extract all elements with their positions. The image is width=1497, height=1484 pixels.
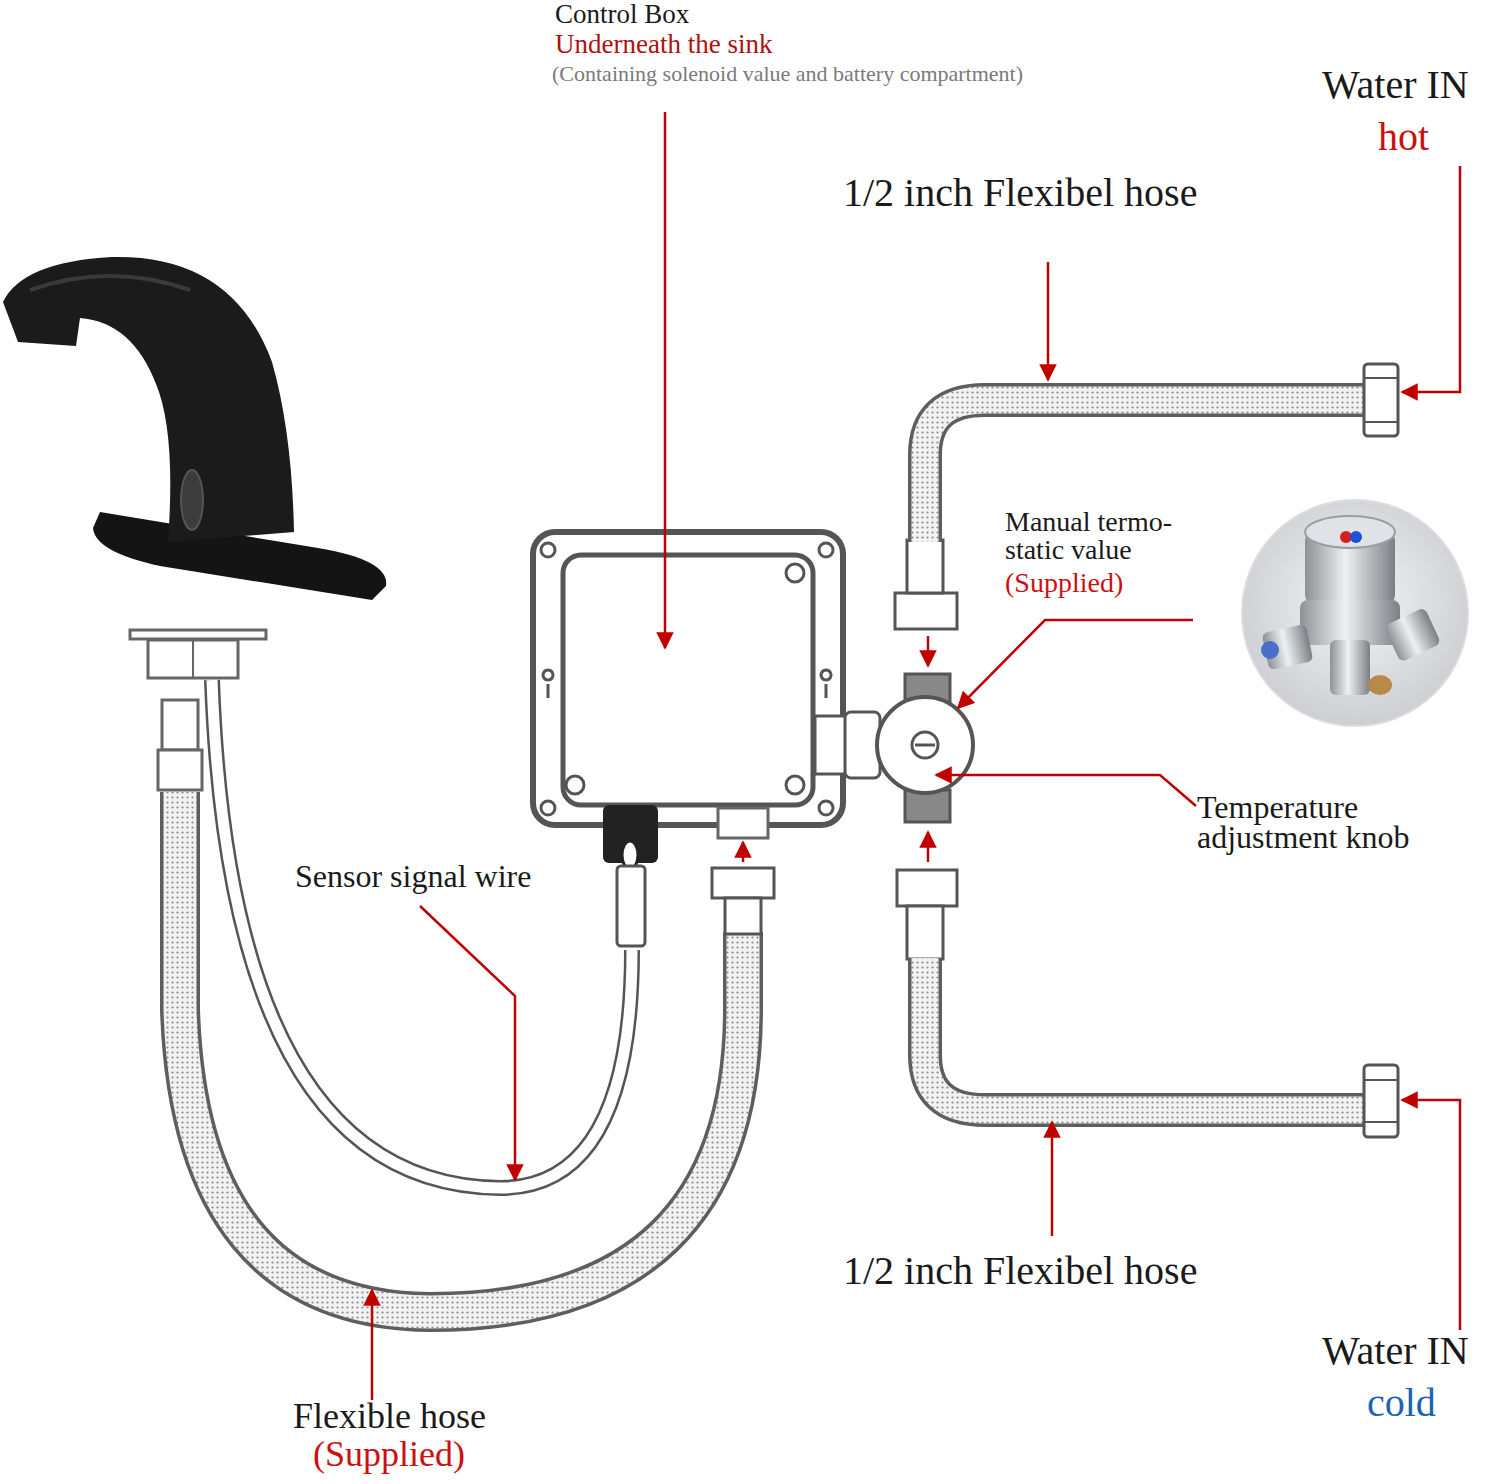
deck-nut-line: [192, 640, 194, 678]
nut-line: [1364, 1079, 1398, 1081]
part-label: Flexible hose: [293, 1398, 486, 1436]
part-label: Temperature adjustment knob: [1197, 792, 1477, 853]
hose-end-nut: [1364, 1065, 1398, 1137]
sensor-plug: [617, 866, 645, 946]
hose-fitting: [907, 906, 943, 959]
leader-line: [1402, 166, 1460, 392]
screw: [786, 564, 804, 582]
inlet-pipe: [815, 716, 847, 774]
leader-line: [1051, 1122, 1054, 1236]
photo-valve-body: [1300, 600, 1400, 645]
nut-line: [1364, 377, 1398, 379]
screw: [541, 801, 555, 815]
part-label: Water IN: [1322, 1330, 1469, 1372]
hose-nut: [897, 870, 957, 906]
control-box: [533, 532, 843, 825]
part-label: Water IN: [1322, 64, 1469, 106]
leader-line: [742, 842, 745, 862]
leader-line: [958, 620, 1193, 708]
part-label: (Supplied): [1005, 568, 1123, 597]
keyhole: [543, 670, 553, 698]
leader-line: [664, 112, 667, 648]
leader-line: [927, 832, 930, 862]
part-label: Control Box: [555, 0, 689, 28]
flexible-hose: [180, 792, 743, 1312]
part-label: 1/2 inch Flexibel hose: [843, 172, 1197, 214]
nut-line: [1364, 1121, 1398, 1123]
faucet-body: [3, 257, 294, 542]
photo-inset: [1242, 500, 1468, 726]
nut-line: [1364, 421, 1398, 423]
hose-fitting: [725, 898, 761, 934]
leader-line: [371, 1290, 374, 1400]
hose-nut: [712, 868, 774, 898]
screw: [819, 543, 833, 557]
leader-line: [420, 906, 515, 1180]
screw: [819, 801, 833, 815]
knob-slot: [915, 744, 935, 747]
photo-inlet-blue: [1261, 641, 1279, 659]
leader-lines: [372, 112, 1460, 1400]
keyhole: [821, 670, 831, 698]
screw: [541, 543, 555, 557]
inlet-nut: [845, 712, 880, 778]
part-label: Sensor signal wire: [295, 860, 531, 894]
hose-fitting: [158, 750, 202, 790]
photo-inlet: [1384, 607, 1442, 662]
photo-inlet: [1262, 624, 1314, 671]
leader-line: [1047, 262, 1050, 380]
screw: [566, 776, 584, 794]
photo-valve-cap: [1305, 516, 1395, 548]
part-label: cold: [1367, 1382, 1436, 1424]
hose-nut: [895, 593, 957, 629]
faucet-highlight: [30, 276, 190, 290]
photo-cold-dot: [1350, 531, 1362, 543]
part-label: 1/2 inch Flexibel hose: [843, 1250, 1197, 1292]
leader-line: [1402, 1100, 1460, 1330]
part-label: Manual termo- static value: [1005, 508, 1235, 564]
flexible-hose-braid: [180, 792, 743, 1312]
control-box-lid: [563, 555, 813, 805]
valve-body: [877, 697, 973, 793]
screw: [786, 776, 804, 794]
part-label: (Supplied): [313, 1436, 465, 1474]
hose-fitting: [907, 540, 943, 593]
photo-outlet: [1330, 640, 1370, 695]
part-label: hot: [1378, 116, 1429, 158]
deck-nut: [148, 640, 238, 678]
cold-hose: [925, 958, 1366, 1110]
hose-fitting: [162, 700, 198, 750]
cold-hose-braid: [925, 958, 1366, 1110]
leader-line: [927, 636, 930, 666]
part-label: (Containing solenoid value and battery c…: [552, 62, 1023, 85]
sensor-window: [181, 470, 203, 530]
part-label: Underneath the sink: [555, 30, 772, 58]
hose-end-nut: [1364, 364, 1398, 436]
photo-outlet-thread: [1368, 675, 1392, 695]
outlet-port: [718, 808, 768, 838]
temperature-knob: [912, 732, 938, 758]
leader-line: [936, 775, 1196, 806]
deck-flange: [130, 630, 266, 639]
